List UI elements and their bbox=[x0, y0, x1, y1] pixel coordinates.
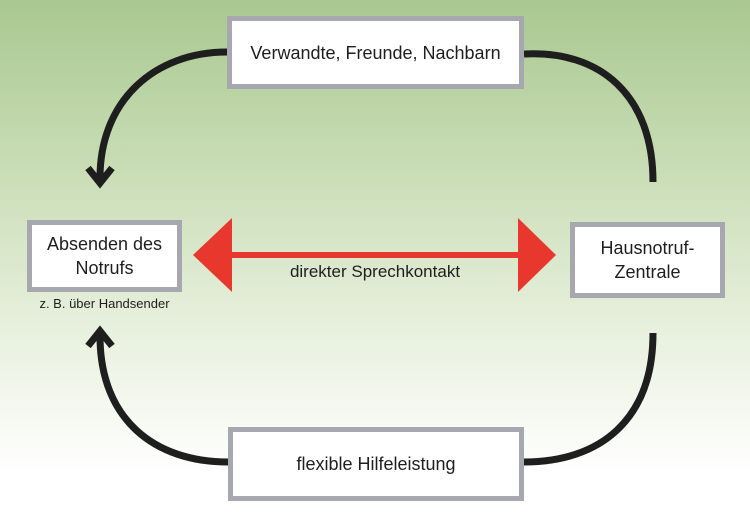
connector-center-to-help bbox=[523, 332, 657, 466]
connector-relatives-to-sender bbox=[96, 48, 228, 179]
sender-note: z. B. über Handsender bbox=[39, 296, 170, 311]
help-label: flexible Hilfeleistung bbox=[296, 454, 456, 474]
control-center-box: Hausnotruf- Zentrale bbox=[570, 222, 725, 298]
sender-label: Absenden des Notrufs bbox=[46, 234, 163, 278]
arrowhead-up-to-sender bbox=[85, 325, 115, 349]
direct-contact-arrowhead-right bbox=[518, 218, 556, 292]
control-center-label: Hausnotruf- Zentrale bbox=[600, 238, 695, 282]
sender-box: Absenden des Notrufs bbox=[27, 220, 182, 292]
help-box: flexible Hilfeleistung bbox=[228, 427, 524, 501]
direct-contact-label: direkter Sprechkontakt bbox=[289, 262, 461, 281]
arrowhead-down-to-sender bbox=[85, 165, 115, 189]
relatives-label: Verwandte, Freunde, Nachbarn bbox=[250, 42, 501, 63]
connector-help-to-sender bbox=[96, 335, 229, 466]
connector-relatives-to-center bbox=[523, 50, 657, 183]
direct-contact-arrowhead-left bbox=[193, 218, 232, 292]
relatives-box: Verwandte, Freunde, Nachbarn bbox=[227, 16, 524, 89]
